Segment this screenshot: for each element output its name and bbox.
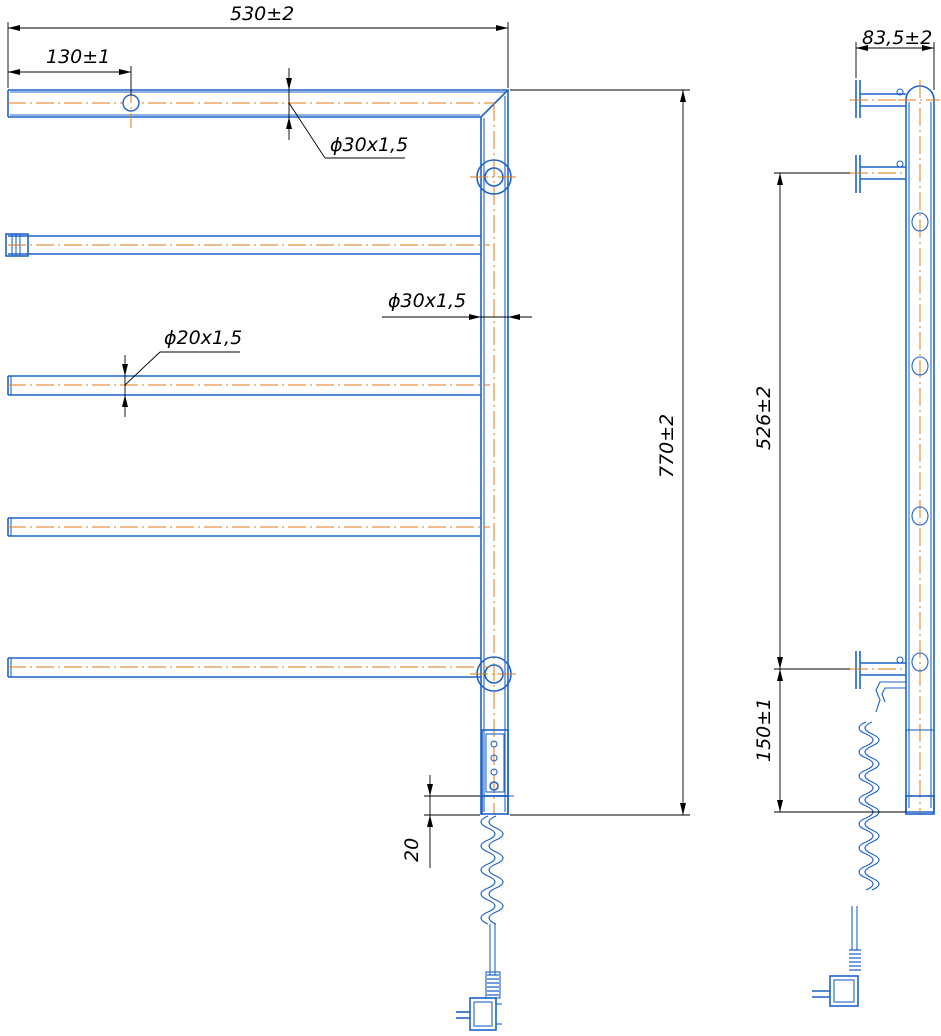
dim-depth: 83,5±2: [855, 27, 935, 90]
wall-mount-upper: [470, 159, 520, 195]
vertical-pipe: [483, 96, 506, 812]
top-pipe: [7, 85, 509, 815]
side-plug: [812, 975, 859, 1007]
side-mount-middle: [850, 155, 906, 193]
rung-1: [5, 233, 490, 257]
plug: [456, 997, 502, 1031]
dim-hole-offset-label: 130±1: [46, 46, 110, 68]
dim-vertical-pipe-diameter: ϕ30x1,5: [382, 290, 532, 320]
side-rung-ends: [911, 212, 929, 672]
dim-bottom-mount-label: 150±1: [753, 698, 775, 762]
dim-controller-gap-label: 20: [401, 838, 423, 862]
controller-box: [476, 729, 514, 815]
dim-width: 530±2: [7, 3, 509, 88]
dim-mount-spacing: 526±2: [753, 172, 850, 670]
dim-vertical-pipe-diameter-label: ϕ30x1,5: [388, 290, 466, 312]
side-tube: [898, 80, 940, 815]
side-view: 83,5±2 526±2 150±1: [753, 27, 940, 1007]
dim-height: 770±2: [510, 89, 690, 816]
dim-hole-offset: 130±1: [8, 46, 132, 95]
rung-4: [7, 657, 490, 678]
dim-controller-gap: 20: [401, 775, 480, 868]
dim-top-pipe-diameter: ϕ30x1,5: [286, 68, 408, 159]
dim-width-label: 530±2: [230, 3, 294, 25]
dim-bottom-mount: 150±1: [753, 669, 906, 813]
side-mount-bottom: [850, 651, 906, 689]
rung-2: [7, 375, 490, 396]
dim-mount-spacing-label: 526±2: [753, 386, 775, 450]
dim-depth-label: 83,5±2: [862, 27, 932, 49]
dim-height-label: 770±2: [656, 414, 678, 478]
front-view: 530±2 130±1 ϕ30x1,5 ϕ30x1,5: [5, 3, 690, 1031]
rung-3: [7, 517, 490, 537]
wall-mount-lower: [470, 656, 520, 692]
dim-rung-diameter-label: ϕ20x1,5: [164, 327, 242, 349]
dim-rung-diameter: ϕ20x1,5: [122, 327, 242, 417]
side-cable: [849, 681, 906, 971]
dim-top-pipe-diameter-label: ϕ30x1,5: [330, 134, 408, 156]
coiled-cable: [480, 815, 504, 999]
side-mount-top: [850, 80, 906, 118]
